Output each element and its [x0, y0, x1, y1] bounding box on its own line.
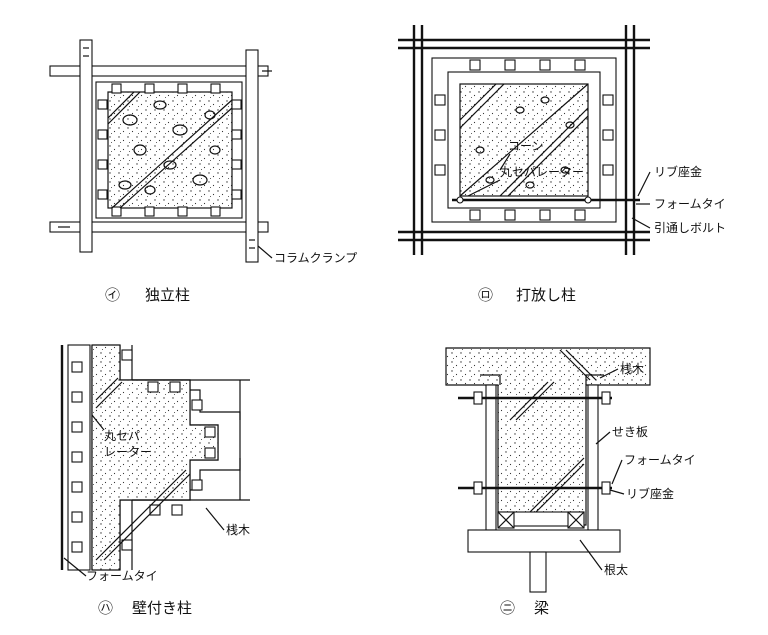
left-blocks: [71, 361, 83, 553]
support-post: [529, 551, 547, 593]
label-rib-washer-ni: リブ座金: [626, 486, 674, 501]
steel-pipes: [398, 25, 650, 255]
caption-marker-ha: ㋩: [98, 599, 113, 617]
joist: [467, 529, 621, 553]
label-form-tie: フォームタイ: [654, 197, 726, 211]
label-cone: コーン: [508, 139, 543, 153]
figure-wall-column: 丸セパ レーター 桟木 フォームタイ ㋩ 壁付き柱: [60, 344, 250, 617]
label-round-sep-line1: 丸セパ: [104, 429, 140, 443]
caption-title-ro: 打放し柱: [516, 286, 576, 304]
column-clamp-bottom: [49, 221, 269, 233]
label-through-bolt: 引通しボルト: [654, 221, 726, 235]
caption-title-i: 独立柱: [145, 286, 190, 304]
label-rib-washer: リブ座金: [654, 164, 702, 179]
batten-blocks-ro: [434, 59, 614, 221]
label-sheathing-board: せき板: [612, 425, 648, 439]
caption-marker-i: ㋑: [105, 286, 120, 304]
caption-marker-ro: ㋺: [478, 286, 493, 304]
caption-marker-ni: ㋥: [500, 599, 515, 617]
label-column-clamp: コラムクランプ: [274, 251, 357, 265]
batten-blocks: [97, 83, 242, 217]
column-clamp-right: [245, 49, 259, 263]
wall-blocks: [121, 349, 216, 551]
caption-title-ha: 壁付き柱: [132, 599, 192, 617]
label-round-sep-line2: レーター: [104, 445, 152, 459]
label-form-tie-ha: フォームタイ: [86, 569, 158, 583]
figure-independent-column: コラムクランプ ㋑ 独立柱: [49, 39, 357, 304]
figure-beam: 桟木 せき板 フォームタイ リブ座金 根太 ㋥ 梁: [445, 347, 696, 617]
column-clamp-left: [79, 39, 93, 253]
label-round-separator: 丸セパレーター: [500, 165, 584, 179]
label-batten-ha: 桟木: [226, 523, 250, 537]
label-batten-ni: 桟木: [620, 362, 644, 376]
label-joist: 根太: [604, 562, 628, 577]
caption-title-ni: 梁: [534, 599, 549, 617]
figure-exposed-column: コーン 丸セパレーター リブ座金 フォームタイ 引通しボルト ㋺ 打放し柱: [398, 25, 726, 304]
slab-and-beam: [445, 347, 651, 526]
label-form-tie-ni: フォームタイ: [624, 453, 696, 467]
column-clamp-leader: [257, 245, 273, 259]
concrete-section: [107, 91, 233, 209]
